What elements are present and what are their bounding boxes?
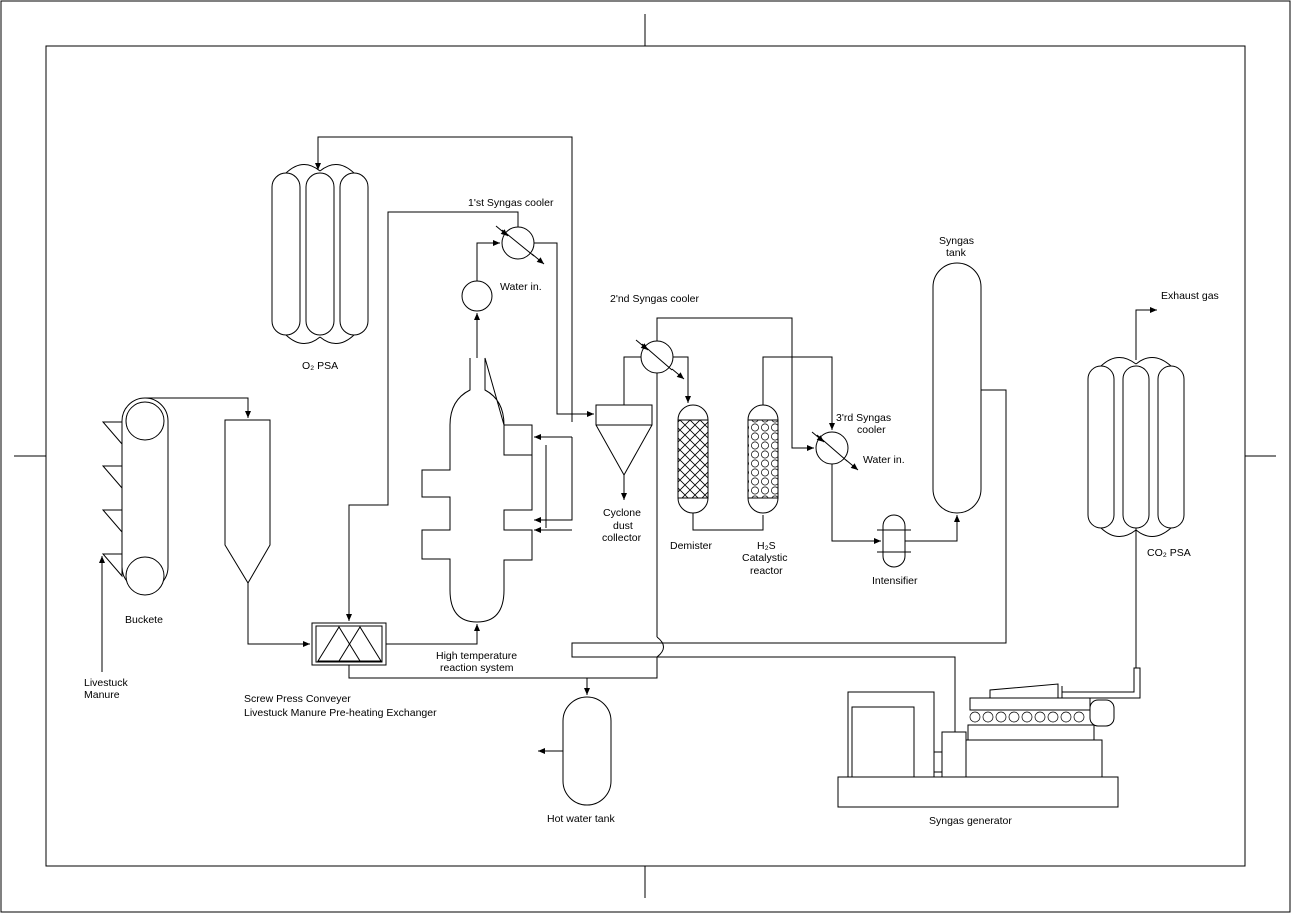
- hot-water-tank: [562, 696, 612, 806]
- intensifier: [877, 514, 911, 568]
- label-third-syngas-cooler-2: cooler: [857, 424, 886, 436]
- screw-press-conveyer: [311, 622, 387, 666]
- h2s-catalytic-reactor: [747, 404, 779, 514]
- label-exhaust-gas: Exhaust gas: [1161, 290, 1219, 302]
- cyclone-dust-collector: [595, 404, 653, 477]
- blower: [461, 280, 493, 312]
- label-cyclone-1: Cyclone: [603, 507, 641, 519]
- label-livestuck-2: Manure: [84, 689, 120, 701]
- label-water-in-1: Water in.: [500, 281, 542, 293]
- co2-psa-unit: [1087, 357, 1185, 537]
- label-h2s-3: reactor: [750, 565, 783, 577]
- label-screw-1: Screw Press Conveyer: [244, 693, 351, 705]
- label-cyclone-2: dust: [613, 520, 633, 532]
- label-buckete: Buckete: [125, 614, 163, 626]
- bucket-elevator: [101, 397, 169, 596]
- label-intensifier: Intensifier: [872, 575, 918, 587]
- label-screw-2: Livestuck Manure Pre-heating Exchanger: [244, 707, 437, 719]
- process-lines: [99, 136, 1157, 754]
- first-syngas-cooler: [495, 225, 545, 265]
- label-co2-psa: CO₂ PSA: [1147, 547, 1191, 559]
- label-hot-water-tank: Hot water tank: [547, 813, 615, 825]
- o2-psa-unit: [271, 164, 369, 344]
- label-high-temp-2: reaction system: [440, 662, 514, 674]
- label-high-temp-1: High temperature: [436, 650, 517, 662]
- label-syngas-tank-1: Syngas: [939, 235, 974, 247]
- label-second-syngas-cooler: 2'nd Syngas cooler: [610, 293, 699, 305]
- label-h2s-2: Catalystic: [742, 552, 788, 564]
- label-syngas-tank-2: tank: [946, 247, 967, 259]
- syngas-generator: [837, 667, 1141, 808]
- label-cyclone-3: collector: [602, 532, 642, 544]
- label-third-syngas-cooler-1: 3'rd Syngas: [836, 412, 891, 424]
- high-temperature-reactor: [421, 357, 533, 623]
- label-o2-psa: O₂ PSA: [302, 360, 338, 372]
- label-livestuck-1: Livestuck: [84, 677, 129, 689]
- label-water-in-3: Water in.: [863, 454, 905, 466]
- demister: [677, 404, 709, 514]
- label-first-syngas-cooler: 1'st Syngas cooler: [468, 197, 554, 209]
- third-syngas-cooler: [811, 431, 859, 471]
- syngas-tank: [932, 262, 982, 514]
- feed-hopper: [224, 419, 271, 584]
- labels: 1'st Syngas cooler Water in. O₂ PSA Syng…: [84, 197, 1219, 827]
- label-syngas-generator: Syngas generator: [929, 815, 1012, 827]
- label-demister: Demister: [670, 540, 713, 552]
- label-h2s-1: H₂S: [757, 540, 776, 552]
- second-syngas-cooler: [635, 339, 685, 380]
